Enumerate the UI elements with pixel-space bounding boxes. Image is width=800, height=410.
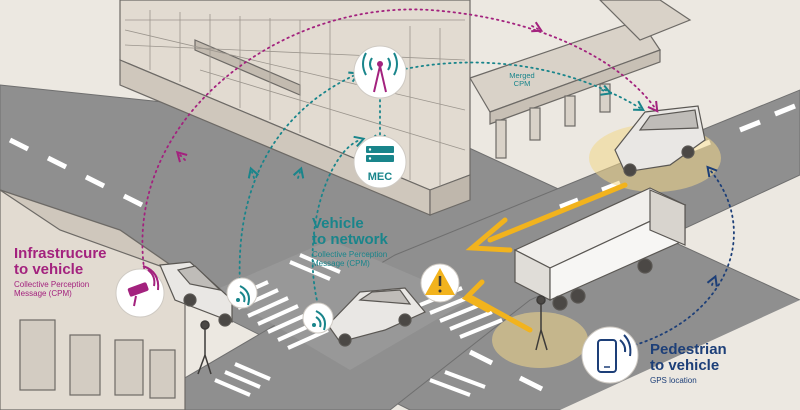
corner-building xyxy=(0,189,186,410)
i2v-title-line2: to vehicle xyxy=(14,260,84,278)
pedestrian-left xyxy=(197,320,212,375)
p2v-title-line1: Pedestrian xyxy=(650,341,727,358)
i2v-sub-line2: Message (CPM) xyxy=(14,288,72,298)
elevated-walkway xyxy=(469,0,692,159)
sidewalk xyxy=(560,300,800,410)
perception-arrows xyxy=(461,182,628,333)
i2v-label: Infrastrucure to vehicle Collective Perc… xyxy=(14,246,107,298)
p2v-connection xyxy=(634,165,735,346)
wifi-signal-icon xyxy=(302,302,334,334)
p2v-sub: GPS location xyxy=(650,375,697,385)
v2n-label: Vehicle to network Collective Perception… xyxy=(312,216,388,268)
warning-triangle-icon xyxy=(420,263,460,303)
v2n-title-line2: to network xyxy=(312,230,388,248)
car-center xyxy=(327,287,426,347)
car-left xyxy=(159,261,233,327)
merged-line1: Merged xyxy=(509,71,535,80)
merged-cpm-label: Merged CPM xyxy=(500,71,544,89)
smartphone-icon xyxy=(581,326,639,384)
building-windows xyxy=(124,10,466,186)
v2n-sub-line2: Message (CPM) xyxy=(312,258,370,268)
i2v-sub-line1: Collective Perception xyxy=(14,279,90,289)
suv xyxy=(614,105,706,177)
v2n-connection xyxy=(238,61,645,306)
p2v-title-line2: to vehicle xyxy=(650,356,720,374)
cctv-camera-icon xyxy=(115,265,165,318)
wifi-signal-icon xyxy=(226,277,258,309)
truck xyxy=(513,187,687,311)
radio-tower-icon xyxy=(353,45,407,99)
merged-line2: CPM xyxy=(513,79,531,89)
server-icon: MEC xyxy=(353,135,407,189)
pedestrian-right xyxy=(535,295,548,351)
i2v-connection xyxy=(141,8,659,276)
mec-label: MEC xyxy=(368,171,393,183)
i2v-title-line1: Infrastrucure xyxy=(14,245,107,262)
v2n-sub-line1: Collective Perception xyxy=(312,249,388,259)
v2n-title-line1: Vehicle xyxy=(312,215,364,232)
p2v-label: Pedestrian to vehicle GPS location xyxy=(650,342,727,385)
